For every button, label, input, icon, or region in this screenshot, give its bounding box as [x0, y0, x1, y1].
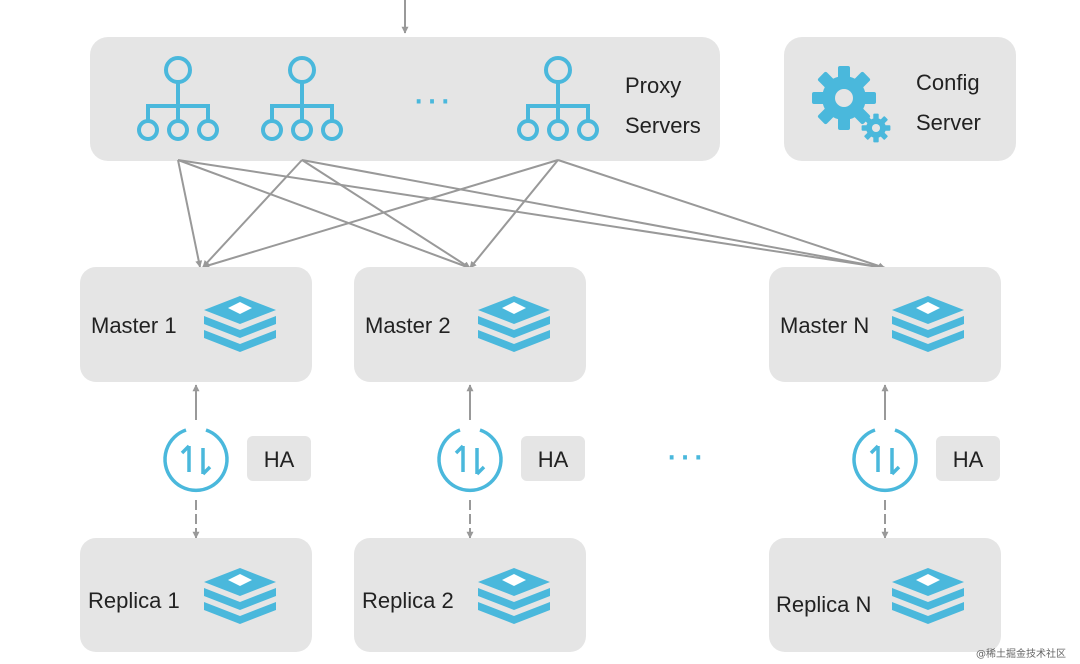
master-label: Master 1 [91, 313, 177, 338]
master-label: Master 2 [365, 313, 451, 338]
replica-node-2: Replica 2 [354, 538, 586, 652]
config-server-box: Config Server [784, 37, 1016, 161]
replica-label: Replica 1 [88, 588, 180, 613]
ha-label: HA [953, 447, 984, 472]
replica-label: Replica N [776, 592, 871, 617]
replica-node-1: Replica 1 [80, 538, 312, 652]
swap-arrows-icon [163, 428, 229, 493]
config-label-line1: Config [916, 70, 980, 95]
proxy-label-line1: Proxy [625, 73, 681, 98]
ha-link-1: HA [163, 384, 311, 539]
master-node-1: Master 1 [80, 267, 312, 382]
ha-label: HA [264, 447, 295, 472]
master-node-2: Master 2 [354, 267, 586, 382]
swap-arrows-icon [437, 428, 503, 493]
swap-arrows-icon [852, 428, 918, 493]
ha-link-n: HA [852, 384, 1000, 539]
proxy-ellipsis: ··· [412, 77, 452, 121]
proxy-servers-box: ··· Proxy Servers [90, 37, 720, 161]
replica-label: Replica 2 [362, 588, 454, 613]
proxy-master-connections [177, 159, 886, 271]
proxy-label-line2: Servers [625, 113, 701, 138]
master-label: Master N [780, 313, 869, 338]
middle-ellipsis: ··· [665, 433, 705, 477]
watermark: @稀土掘金技术社区 [976, 649, 1066, 660]
replica-node-n: Replica N [769, 538, 1001, 652]
ha-link-2: HA [437, 384, 585, 539]
config-label-line2: Server [916, 110, 981, 135]
ha-label: HA [538, 447, 569, 472]
master-node-n: Master N [769, 267, 1001, 382]
